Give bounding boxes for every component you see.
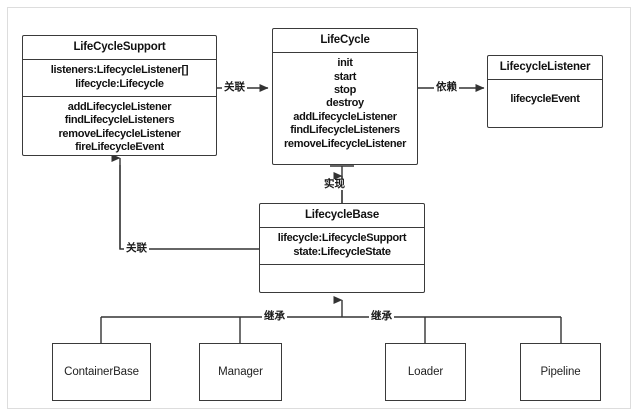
operation-item: findLifecycleListeners — [290, 124, 400, 137]
edge-label-association-support-lifecycle: 关联 — [222, 81, 247, 93]
class-title-lifecyclebase: LifecycleBase — [304, 209, 380, 221]
operation-item: removeLifecycleListener — [283, 137, 407, 150]
attribute-item: lifecycle:Lifecycle — [75, 77, 164, 90]
class-box-lifecycle[interactable]: LifeCycle init start stop destroy addLif… — [272, 28, 418, 165]
class-box-containerbase[interactable]: ContainerBase — [52, 343, 151, 401]
class-separator — [273, 52, 417, 54]
edge-label-inheritance-right: 继承 — [369, 310, 394, 322]
edge-label-inheritance-left: 继承 — [262, 310, 287, 322]
attribute-item: lifecycleEvent — [510, 93, 580, 106]
class-box-manager[interactable]: Manager — [199, 343, 282, 401]
class-attributes-lifecyclelistener: lifecycleEvent — [488, 80, 602, 111]
operation-item: destroy — [326, 97, 364, 110]
operation-item: findLifecycleListeners — [64, 114, 175, 127]
class-separator — [260, 227, 424, 229]
operation-item: fireLifecycleEvent — [75, 141, 164, 154]
class-separator — [260, 264, 424, 266]
attribute-item: listeners:LifecycleListener[] — [50, 64, 189, 77]
class-box-pipeline[interactable]: Pipeline — [520, 343, 601, 401]
class-separator — [23, 96, 216, 98]
class-attributes-lifecyclesupport: listeners:LifecycleListener[] lifecycle:… — [23, 60, 216, 96]
edge-label-association-base-support: 关联 — [124, 242, 149, 254]
class-title-containerbase: ContainerBase — [64, 366, 139, 378]
operation-item: removeLifecycleListener — [58, 127, 181, 140]
class-title-lifecyclelistener: LifecycleListener — [499, 61, 591, 73]
attribute-item: state:LifecycleState — [293, 245, 391, 258]
class-operations-lifecyclebase — [260, 265, 424, 288]
class-title-pipeline: Pipeline — [540, 366, 581, 378]
class-box-lifecyclelistener[interactable]: LifecycleListener lifecycleEvent — [487, 55, 603, 128]
class-title-lifecyclesupport: LifeCycleSupport — [73, 41, 166, 53]
class-separator — [23, 59, 216, 61]
class-attributes-lifecyclebase: lifecycle:LifecycleSupport state:Lifecyc… — [260, 228, 424, 264]
class-box-loader[interactable]: Loader — [385, 343, 466, 401]
edge-label-dependency-lifecycle-listener: 依赖 — [434, 81, 459, 93]
operation-item: addLifecycleListener — [67, 101, 172, 114]
operation-item: init — [337, 57, 353, 70]
class-title-loader: Loader — [407, 366, 444, 378]
class-box-lifecyclesupport[interactable]: LifeCycleSupport listeners:LifecycleList… — [22, 35, 217, 156]
operation-item: start — [333, 70, 357, 83]
class-operations-lifecyclesupport: addLifecycleListener findLifecycleListen… — [23, 97, 216, 155]
edge-label-realization-base-lifecycle: 实现 — [322, 178, 347, 190]
connector-inheritance-tree — [100, 296, 562, 343]
operation-item: addLifecycleListener — [293, 110, 397, 123]
class-operations-lifecycle: init start stop destroy addLifecycleList… — [273, 53, 417, 156]
class-box-lifecyclebase[interactable]: LifecycleBase lifecycle:LifecycleSupport… — [259, 203, 425, 293]
class-title-manager: Manager — [218, 366, 263, 378]
class-title-lifecycle: LifeCycle — [320, 34, 370, 46]
connector-base-to-support — [111, 154, 259, 250]
attribute-item: lifecycle:LifecycleSupport — [277, 232, 407, 245]
class-separator — [488, 79, 602, 81]
operation-item: stop — [333, 84, 357, 97]
diagram-outer-frame — [7, 7, 631, 409]
